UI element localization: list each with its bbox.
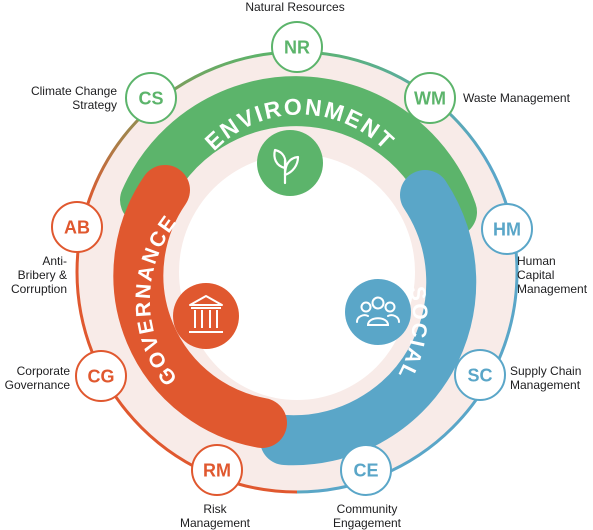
node-ab-code: AB	[64, 218, 90, 238]
node-wm-code: WM	[414, 89, 446, 109]
label-natural-resources: Natural Resources	[245, 0, 345, 14]
label-waste-management: Waste Management	[463, 91, 570, 105]
node-cs-code: CS	[138, 89, 163, 109]
leaf-icon	[273, 148, 300, 185]
label-supply-chain-management: Supply Chain Management	[510, 364, 582, 392]
node-rm-code: RM	[203, 461, 231, 481]
inner-hole	[185, 176, 409, 400]
node-cs	[125, 72, 177, 124]
social-icon-circle	[345, 279, 411, 345]
label-human-capital-management: Human Capital Management	[517, 254, 588, 296]
social-band	[260, 170, 477, 466]
label-climate-change-strategy: Climate Change Strategy	[30, 84, 117, 112]
node-cg	[75, 350, 127, 402]
label-risk-management: Risk Management	[179, 502, 251, 530]
label-anti-bribery-corruption: Anti- Bribery & Corruption	[10, 254, 67, 296]
label-community-engagement: Community Engagement	[332, 502, 402, 530]
node-ab	[51, 201, 103, 253]
node-hm-code: HM	[493, 220, 521, 240]
outer-ring-right	[296, 50, 519, 494]
environment-band	[120, 76, 477, 237]
node-ce	[340, 444, 392, 496]
node-hm	[481, 203, 533, 255]
node-sc-code: SC	[467, 366, 492, 386]
node-rm	[191, 444, 243, 496]
people-icon	[356, 296, 400, 326]
label-corporate-governance: Corporate Governance	[4, 364, 70, 392]
node-ce-code: CE	[353, 461, 378, 481]
node-cg-code: CG	[88, 367, 115, 387]
node-nr	[271, 21, 323, 73]
node-wm	[404, 72, 456, 124]
governance-band	[113, 165, 287, 448]
node-sc	[454, 349, 506, 401]
governance-icon-circle	[173, 283, 239, 349]
bank-building-icon	[189, 295, 223, 333]
node-nr-code: NR	[284, 38, 310, 58]
environment-icon-circle	[257, 130, 323, 196]
node-group: NR WM HM SC CE RM CG AB CS	[51, 21, 533, 496]
